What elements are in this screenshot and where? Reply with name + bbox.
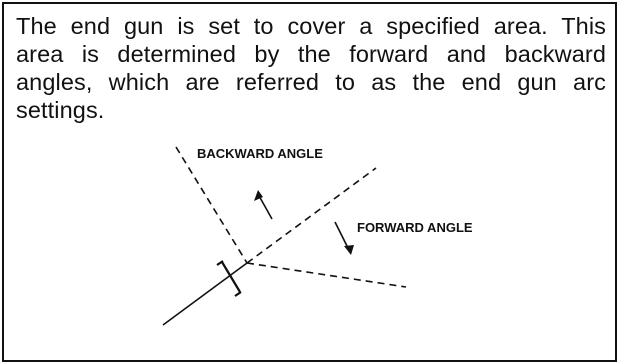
- intro-line-3: angles, which are referred to as the end…: [16, 69, 606, 95]
- intro-line-2: area is determined by the forward and ba…: [16, 41, 606, 67]
- intro-paragraph: The end gun is set to cover a specified …: [16, 12, 606, 124]
- intro-line-1: The end gun is set to cover a specified …: [16, 13, 606, 39]
- intro-line-4: settings.: [16, 97, 105, 123]
